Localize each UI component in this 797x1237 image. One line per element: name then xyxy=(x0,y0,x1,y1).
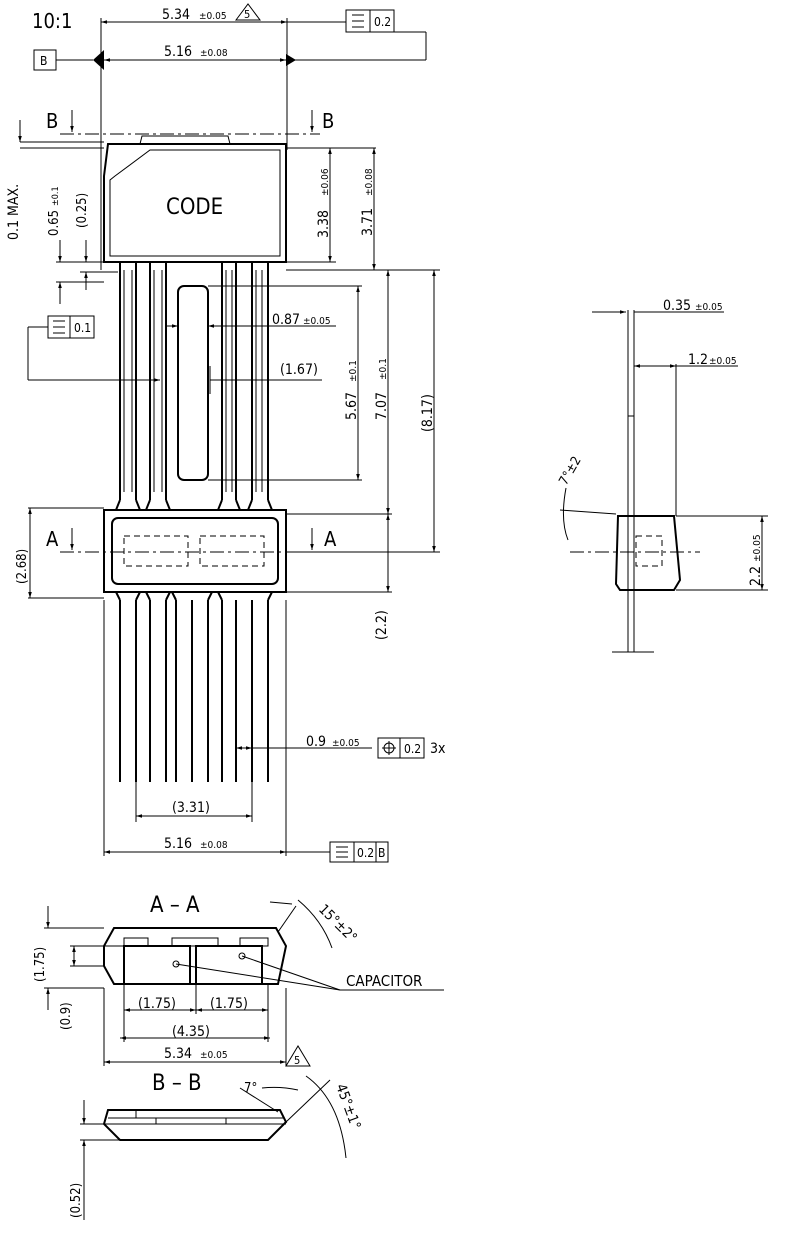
side-22-tol: ±0.05 xyxy=(752,534,763,562)
side-12-tol: ±0.05 xyxy=(709,356,737,367)
dim-087: 0.87 xyxy=(272,312,300,328)
dim-817: (8.17) xyxy=(420,394,436,432)
scale-label: 10:1 xyxy=(32,9,72,33)
times-3: 3x xyxy=(430,741,446,757)
aa-angle: 15°±2° xyxy=(315,902,360,947)
dim-516-top-tol: ±0.08 xyxy=(200,48,228,59)
lead-width-dimension: 0.9 ±0.05 0.2 3x xyxy=(236,734,446,759)
bottom-flat-datum: B xyxy=(378,846,385,860)
dim-09: 0.9 xyxy=(306,734,326,750)
top-flatness-frame: 0.2 xyxy=(345,9,395,33)
aa-175a: (1.75) xyxy=(138,996,176,1012)
dim-09-tol: ±0.05 xyxy=(332,738,360,749)
aa-534: 5.34 xyxy=(164,1046,192,1062)
top-flat-value: 0.2 xyxy=(374,15,391,29)
side-12: 1.2 xyxy=(688,352,708,368)
dim-707-tol: ±0.1 xyxy=(378,358,389,380)
dim-065-tol: ±0.1 xyxy=(51,186,61,206)
bottom-dimensions: (3.31) 5.16 ±0.08 0.2 B xyxy=(103,600,389,863)
note-ref-aa: 5 xyxy=(294,1054,300,1067)
cut-b-left: B xyxy=(46,109,58,133)
dim-087-tol: ±0.05 xyxy=(303,316,331,327)
flatness-icon xyxy=(352,14,364,28)
sensor-body: CODE xyxy=(103,135,287,263)
capacitor-body xyxy=(103,509,287,593)
lower-leads xyxy=(115,591,273,782)
position-icon xyxy=(382,741,396,755)
section-b-cut: B B xyxy=(46,109,334,135)
cut-a-right: A xyxy=(324,527,337,551)
cut-a-left: A xyxy=(46,527,59,551)
bb-angle: 45°±1° xyxy=(332,1082,363,1132)
section-bb: B – B 7° 45°±1° (0.52) xyxy=(69,1071,363,1220)
section-aa-title: A – A xyxy=(150,893,200,918)
side-035: 0.35 xyxy=(663,298,691,314)
dim-371: 3.71 xyxy=(360,208,376,236)
datum-b-label: B xyxy=(40,54,47,68)
code-label: CODE xyxy=(166,195,223,220)
dim-371-tol: ±0.08 xyxy=(364,168,375,196)
dim-338-tol: ±0.06 xyxy=(320,168,331,196)
dim-268: (2.68) xyxy=(15,549,30,584)
aa-534-tol: ±0.05 xyxy=(200,1050,228,1061)
section-bb-title: B – B xyxy=(152,1071,202,1096)
note-ref: 5 xyxy=(244,8,250,21)
dim-516-bottom: 5.16 xyxy=(164,836,192,852)
capacitor-label: CAPACITOR xyxy=(346,972,422,990)
dim-516-top: 5.16 xyxy=(164,44,192,60)
dim-516-bottom-tol: ±0.08 xyxy=(200,840,228,851)
bottom-flat-value: 0.2 xyxy=(357,846,374,860)
flatness-icon xyxy=(336,846,348,858)
bb-7deg: 7° xyxy=(244,1081,257,1096)
aa-435: (4.35) xyxy=(172,1024,210,1040)
left-flatness-frame: 0.1 xyxy=(47,315,95,339)
note-triangle-icon xyxy=(235,3,261,21)
aa-09: (0.9) xyxy=(59,1002,74,1030)
section-aa: A – A CAPACITOR 15°±2° (1.75) (0.9) (1.7… xyxy=(33,893,444,1067)
dim-max01: 0.1 MAX. xyxy=(6,184,22,240)
aa-175v: (1.75) xyxy=(33,947,48,982)
dim-534-tol: ±0.05 xyxy=(199,11,227,22)
flatness-icon xyxy=(53,320,65,334)
dim-707: 7.07 xyxy=(374,392,390,420)
bb-052: (0.52) xyxy=(69,1183,84,1218)
dim-567: 5.67 xyxy=(344,392,360,420)
dim-331: (3.31) xyxy=(172,800,210,816)
dim-22: (2.2) xyxy=(374,610,390,640)
aa-175b: (1.75) xyxy=(210,996,248,1012)
side-035-tol: ±0.05 xyxy=(695,302,723,313)
note-triangle-icon xyxy=(285,1045,311,1067)
dim-167: (1.67) xyxy=(280,362,318,378)
top-dimensions: 5.34 ±0.05 5 0.2 5.16 ±0.08 B xyxy=(33,3,427,270)
upper-leads xyxy=(115,262,273,511)
position-tol-value: 0.2 xyxy=(404,742,421,756)
left-flat-value: 0.1 xyxy=(74,321,91,335)
left-dimensions: 0.1 MAX. 0.65 ±0.1 (0.25) 0.1 (2.6 xyxy=(6,120,160,599)
bottom-flatness-frame: 0.2 B xyxy=(329,841,389,863)
side-22: 2.2 xyxy=(748,566,764,586)
dim-534: 5.34 xyxy=(162,7,190,23)
right-dimensions: 3.38 ±0.06 3.71 ±0.08 0.87 ±0.05 (1.67) … xyxy=(166,147,440,640)
section-a-cut: A A xyxy=(46,527,340,553)
cut-b-right: B xyxy=(322,109,334,133)
dim-567-tol: ±0.1 xyxy=(348,360,359,382)
side-view: 0.35 ±0.05 1.2 ±0.05 7°±2 2.2 ±0.05 xyxy=(556,298,768,653)
dim-025: (0.25) xyxy=(75,193,90,228)
dim-065: 0.65 xyxy=(47,210,62,236)
dim-338: 3.38 xyxy=(316,210,332,238)
side-7deg: 7°±2 xyxy=(556,454,584,488)
